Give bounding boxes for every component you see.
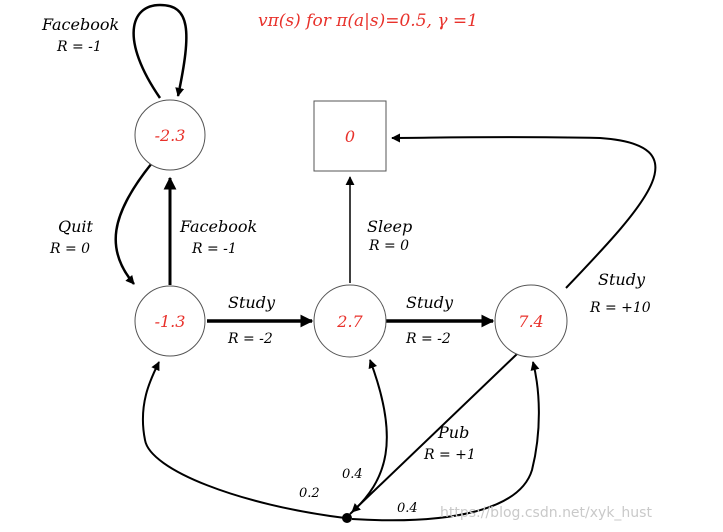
transition-to-class2	[349, 359, 388, 515]
state-class1-value: -1.3	[155, 312, 186, 331]
facebook-loop-reward-label: R = -1	[56, 39, 102, 55]
facebook-reward-label: R = -1	[191, 241, 237, 257]
study2-action-label: Study	[406, 293, 454, 312]
facebook-loop-action-label: Facebook	[41, 15, 119, 34]
pub-edge	[351, 353, 518, 513]
diagram-title: vπ(s) for π(a|s)=0.5, γ =1	[258, 11, 478, 31]
sleep-reward-label: R = 0	[368, 238, 409, 254]
state-facebook: -2.3	[134, 99, 206, 171]
facebook-loop-edge	[132, 3, 188, 99]
state-class2-value: 2.7	[336, 312, 363, 331]
quit-edge	[114, 162, 153, 285]
state-sleep: 0	[313, 100, 387, 172]
state-facebook-value: -2.3	[155, 126, 186, 145]
transition-to-class3	[351, 361, 540, 522]
study3-edge	[391, 133, 657, 289]
chance-node	[342, 513, 352, 523]
state-class1: -1.3	[134, 285, 206, 357]
quit-reward-label: R = 0	[49, 241, 90, 257]
study2-reward-label: R = -2	[405, 331, 451, 347]
quit-action-label: Quit	[58, 217, 94, 236]
state-class3-value: 7.4	[518, 312, 543, 331]
pub-action-label: Pub	[437, 423, 469, 442]
probability-to-class3: 0.4	[397, 501, 418, 516]
state-sleep-value: 0	[345, 127, 355, 146]
probability-to-class2: 0.4	[342, 467, 363, 482]
watermark: https://blog.csdn.net/xyk_hust	[440, 505, 652, 521]
study3-reward-label: R = +10	[589, 300, 651, 316]
study3-action-label: Study	[598, 270, 646, 289]
sleep-action-label: Sleep	[367, 217, 412, 236]
facebook-action-label: Facebook	[179, 217, 257, 236]
transition-to-class1	[141, 361, 346, 519]
study1-reward-label: R = -2	[227, 331, 273, 347]
state-class2: 2.7	[313, 284, 387, 358]
state-class3: 7.4	[494, 284, 568, 358]
pub-reward-label: R = +1	[423, 447, 476, 463]
probability-to-class1: 0.2	[299, 486, 320, 501]
study1-action-label: Study	[228, 293, 276, 312]
